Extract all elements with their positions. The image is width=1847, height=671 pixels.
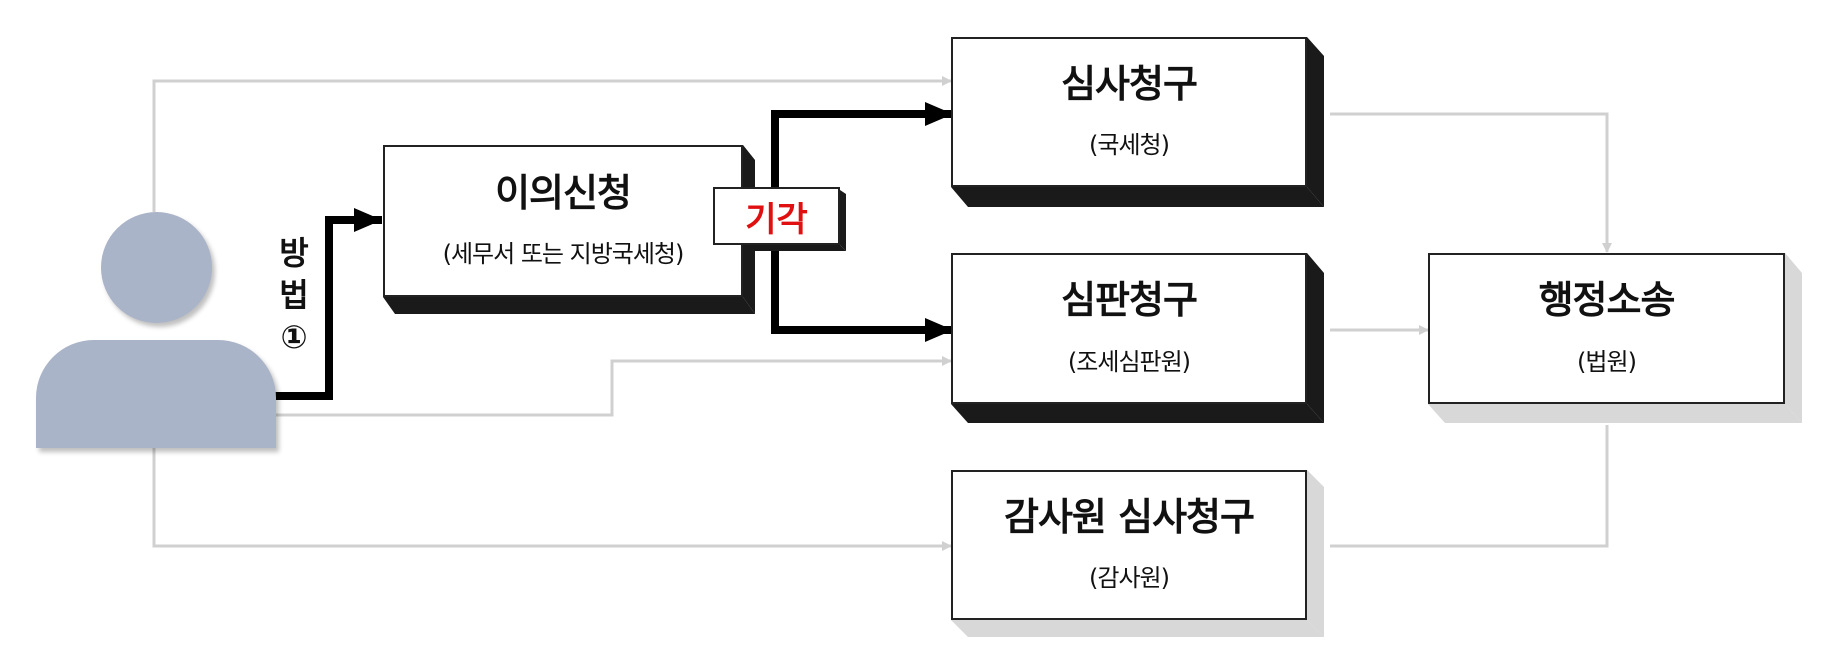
lawsuit-box-shadow bbox=[1428, 404, 1802, 423]
audit-box: 감사원 심사청구 (감사원) bbox=[951, 470, 1307, 620]
trial-box-shadow-side bbox=[1307, 253, 1324, 423]
review-box: 심사청구 (국세청) bbox=[951, 37, 1307, 187]
line-review-to-lawsuit bbox=[1330, 112, 1612, 253]
person-head bbox=[101, 212, 212, 323]
arrow-objection-to-trial bbox=[771, 245, 953, 342]
objection-box-shadow bbox=[383, 297, 755, 314]
audit-box-shadow bbox=[951, 620, 1324, 637]
lawsuit-box-shadow-side bbox=[1785, 253, 1802, 423]
review-box-shadow-side bbox=[1307, 37, 1324, 207]
review-box-shadow bbox=[951, 187, 1324, 207]
person-body bbox=[36, 340, 276, 448]
arrow-objection-to-review bbox=[771, 102, 953, 187]
lawsuit-box: 행정소송 (법원) bbox=[1428, 253, 1785, 404]
objection-title: 이의신청 bbox=[495, 170, 632, 215]
review-subtitle: (국세청) bbox=[1089, 131, 1170, 160]
line-person-to-review bbox=[152, 76, 952, 212]
trial-subtitle: (조세심판원) bbox=[1067, 347, 1191, 376]
trial-box-shadow bbox=[951, 404, 1324, 423]
reject-label-shadow-bottom bbox=[716, 245, 846, 251]
line-person-to-trial bbox=[272, 356, 952, 417]
audit-title: 감사원 심사청구 bbox=[1004, 494, 1255, 539]
line-person-to-audit bbox=[152, 448, 952, 551]
method-label-line2: 법 bbox=[279, 276, 309, 314]
trial-box: 심판청구 (조세심판원) bbox=[951, 253, 1307, 404]
objection-subtitle: (세무서 또는 지방국세청) bbox=[442, 240, 685, 269]
method-label-line1: 방 bbox=[279, 234, 309, 272]
reject-label-shadow bbox=[840, 190, 846, 251]
review-title: 심사청구 bbox=[1061, 61, 1198, 106]
method-label: 방 법 ① bbox=[268, 232, 320, 358]
objection-box: 이의신청 (세무서 또는 지방국세청) bbox=[383, 145, 743, 297]
line-audit-to-lawsuit bbox=[1330, 425, 1609, 548]
lawsuit-subtitle: (법원) bbox=[1577, 347, 1637, 376]
method-label-line3: ① bbox=[280, 318, 308, 356]
trial-title: 심판청구 bbox=[1061, 278, 1198, 323]
arrow-person-to-objection bbox=[275, 208, 382, 400]
reject-label: 기각 bbox=[713, 187, 840, 245]
audit-box-shadow-side bbox=[1307, 470, 1324, 637]
audit-subtitle: (감사원) bbox=[1089, 564, 1170, 593]
lawsuit-title: 행정소송 bbox=[1538, 278, 1676, 323]
